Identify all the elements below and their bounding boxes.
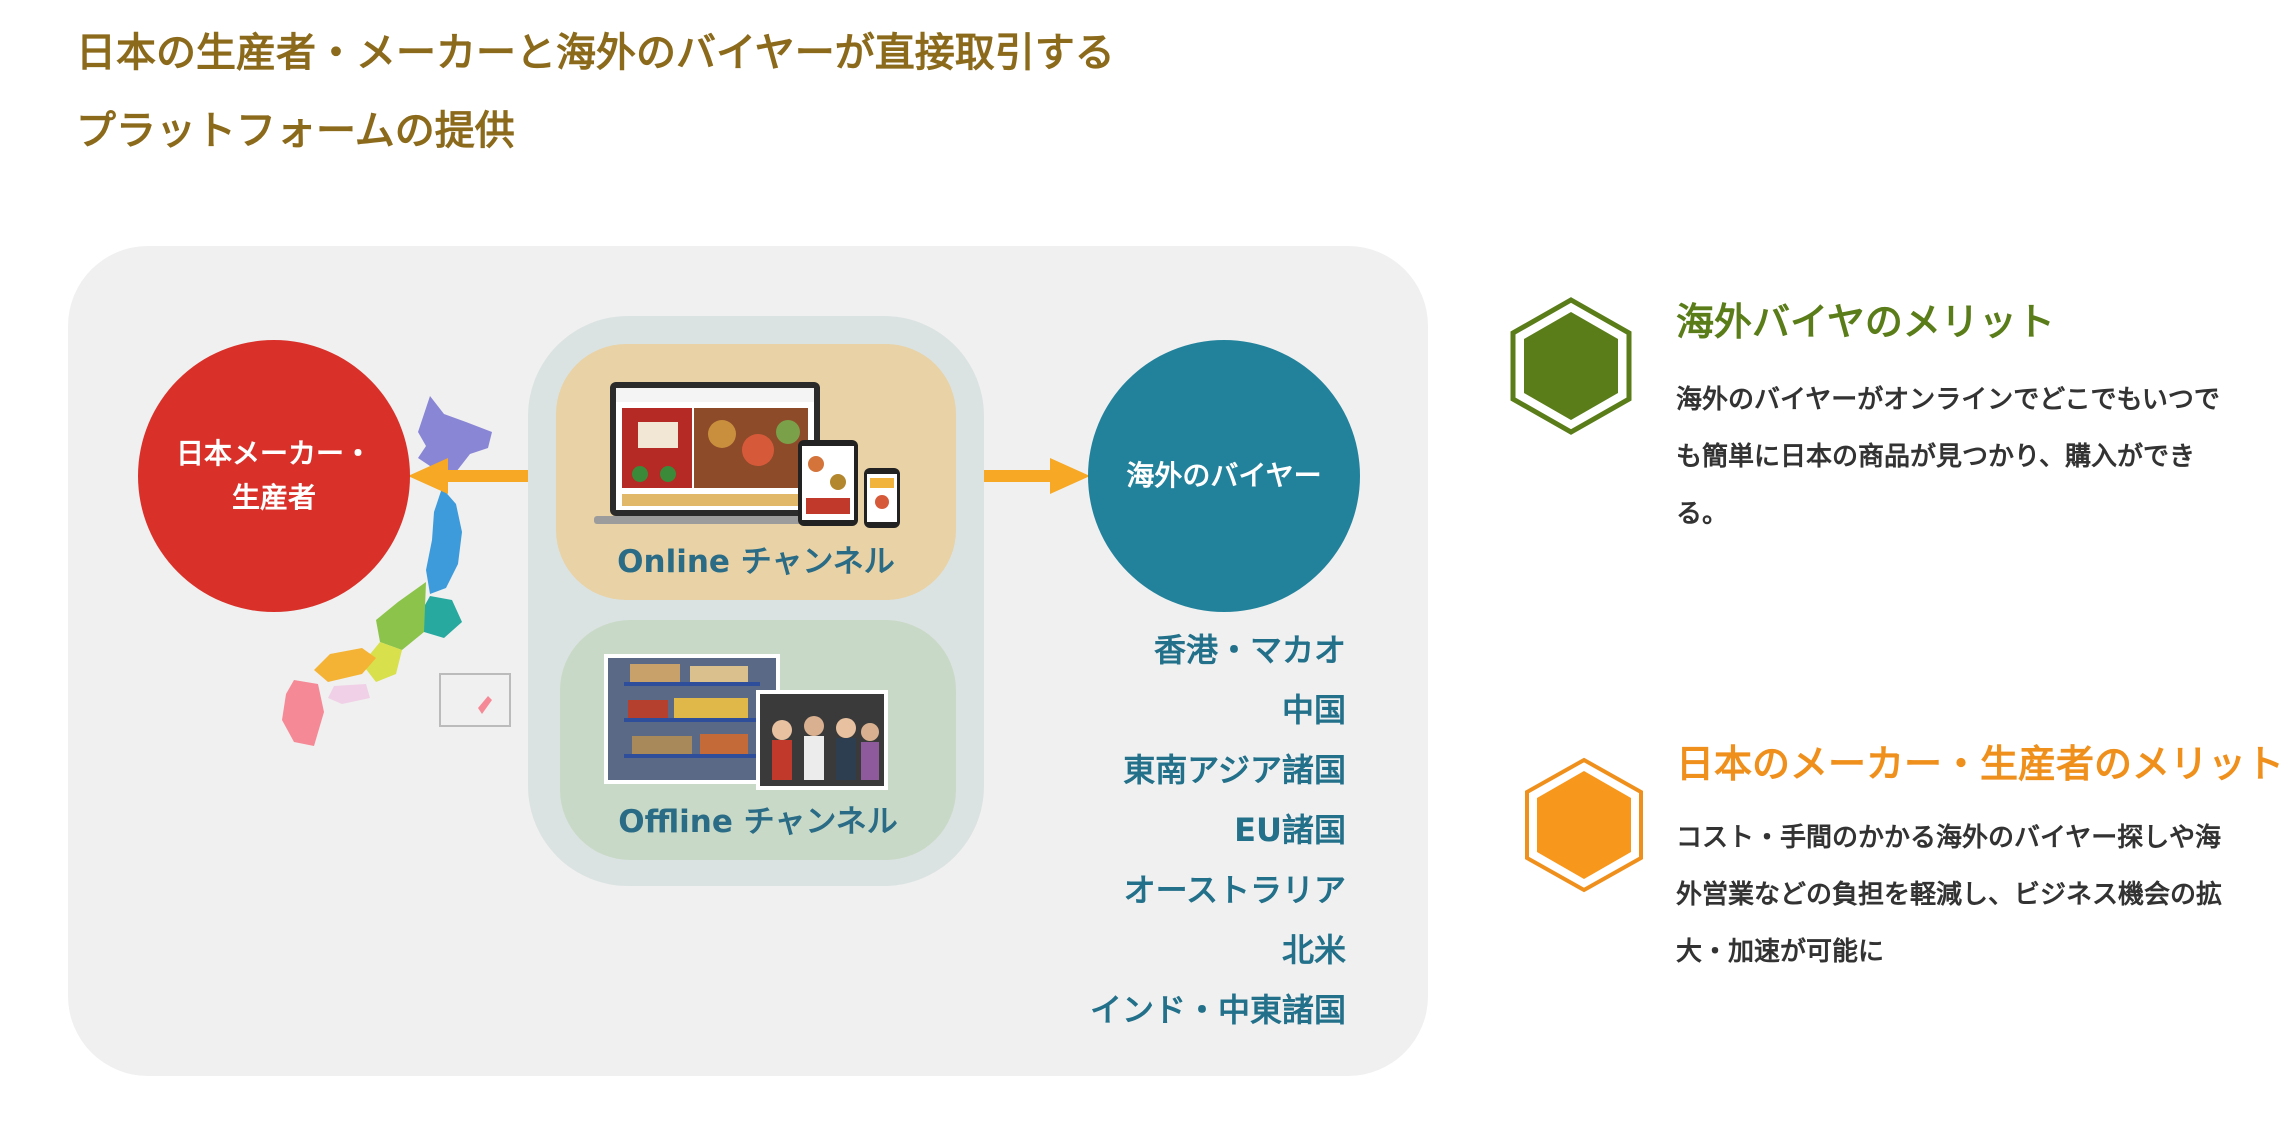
buyer-region-list: 香港・マカオ 中国 東南アジア諸国 EU諸国 オーストラリア 北米 インド・中東… — [1020, 620, 1346, 1040]
overseas-buyer-circle: 海外のバイヤー — [1088, 340, 1360, 612]
kanto-shape — [420, 596, 462, 638]
maker-label-line2: 生産者 — [176, 476, 372, 520]
list-item: インド・中東諸国 — [1020, 980, 1346, 1040]
buyer-benefit-text: 海外のバイヤーがオンラインでどこでもいつでも簡単に日本の商品が見つかり、購入がで… — [1676, 372, 2236, 543]
list-item: EU諸国 — [1020, 800, 1346, 860]
okinawa-inset-frame — [440, 674, 510, 726]
maker-label-line1: 日本メーカー・ — [176, 432, 372, 476]
buyer-benefit-title: 海外バイヤのメリット — [1676, 292, 2055, 352]
arrow-to-maker-icon — [408, 456, 532, 496]
maker-benefit-text: コスト・手間のかかる海外のバイヤー探しや海外営業などの負担を軽減し、ビジネス機会… — [1676, 810, 2236, 981]
japan-maker-circle: 日本メーカー・ 生産者 — [138, 340, 410, 612]
chubu-shape — [376, 582, 426, 650]
chugoku-shape — [314, 648, 376, 682]
maker-benefit-title: 日本のメーカー・生産者のメリット — [1676, 734, 2284, 794]
offline-channel-label: Offline チャンネル — [560, 796, 956, 841]
kyushu-shape — [282, 680, 324, 746]
okinawa-shape — [478, 696, 492, 714]
orange-hexagon-icon — [1522, 756, 1646, 894]
shikoku-shape — [328, 684, 370, 704]
online-channel-card: Online チャンネル — [556, 344, 956, 600]
laptop-screenshot-image — [576, 378, 936, 530]
warehouse-photo-image — [604, 654, 780, 784]
arrow-to-buyer-icon — [980, 456, 1090, 496]
list-item: 香港・マカオ — [1020, 620, 1346, 680]
online-channel-label: Online チャンネル — [556, 536, 956, 581]
green-hexagon-icon — [1508, 296, 1634, 436]
list-item: 中国 — [1020, 680, 1346, 740]
offline-channel-card: Offline チャンネル — [560, 620, 956, 860]
page-title: 日本の生産者・メーカーと海外のバイヤーが直接取引するプラットフォームの提供 — [76, 14, 1136, 170]
trade-event-photo-image — [756, 690, 888, 790]
list-item: 北米 — [1020, 920, 1346, 980]
tohoku-shape — [426, 488, 462, 594]
list-item: オーストラリア — [1020, 860, 1346, 920]
buyer-label: 海外のバイヤー — [1126, 454, 1321, 498]
list-item: 東南アジア諸国 — [1020, 740, 1346, 800]
